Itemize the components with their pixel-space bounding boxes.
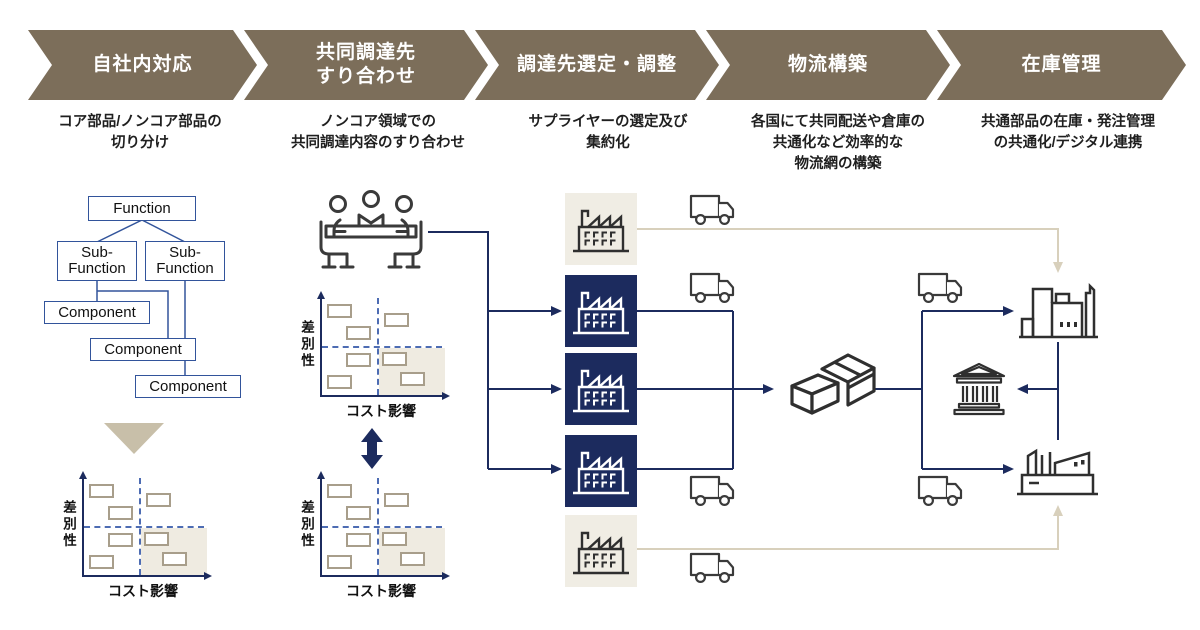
process-step-4-description: 各国にて共同配送や倉庫の 共通化など効率的な 物流網の構築 <box>751 114 925 173</box>
matrix-x-axis-arrow <box>204 572 212 580</box>
matrix-plot <box>79 471 212 580</box>
matrix-item <box>384 313 409 327</box>
process-step-1-chevron: 自社内対応 <box>28 30 257 100</box>
matrix-x-axis <box>82 575 204 577</box>
matrix-item <box>89 484 114 498</box>
matrix-dashed-divider-horizontal <box>322 346 442 348</box>
matrix-item <box>327 304 352 318</box>
matrix-dashed-divider-horizontal <box>84 526 204 528</box>
double-headed-arrow <box>361 428 383 469</box>
beige-flow-lines <box>637 228 1063 550</box>
process-step-5-chevron: 在庫管理 <box>937 30 1186 100</box>
matrix-item <box>382 532 407 546</box>
matrix-x-axis-label: コスト影響 <box>346 583 416 599</box>
matrix-item <box>144 532 169 546</box>
tree-connectors <box>96 219 186 375</box>
matrix-item <box>382 352 407 366</box>
tree-component-box-3: Component <box>135 375 241 398</box>
tree-function-box: Function <box>88 196 196 221</box>
process-step-4-title: 物流構築 <box>787 54 868 76</box>
matrix-y-axis <box>320 478 322 577</box>
matrix-y-axis-label: 差別性 <box>61 500 76 550</box>
manufacturing-plant-bottom-icon <box>1017 448 1098 496</box>
process-step-5-description: 共通部品の在庫・発注管理 の共通化/デジタル連携 <box>981 114 1155 152</box>
down-triangle-arrow <box>104 423 164 454</box>
matrix-item <box>162 552 187 566</box>
matrix-item <box>400 372 425 386</box>
matrix-chart-company-b: 差別性 コスト影響 <box>294 471 450 600</box>
process-step-2-chevron: 共同調達先 すり合わせ <box>244 30 488 100</box>
matrix-item <box>108 533 133 547</box>
matrix-item <box>384 493 409 507</box>
factory-navy-1 <box>565 275 637 347</box>
matrix-y-axis-arrow <box>317 291 325 299</box>
matrix-x-axis <box>320 575 442 577</box>
matrix-dashed-divider-horizontal <box>322 526 442 528</box>
truck-icon-3 <box>689 475 735 506</box>
matrix-x-axis <box>320 395 442 397</box>
matrix-y-axis <box>82 478 84 577</box>
matrix-item <box>327 375 352 389</box>
matrix-item <box>346 533 371 547</box>
matrix-item <box>346 353 371 367</box>
truck-icon-4 <box>689 552 735 584</box>
matrix-x-axis-label: コスト影響 <box>346 403 416 419</box>
matrix-plot <box>317 291 450 400</box>
matrix-x-axis-arrow <box>442 392 450 400</box>
truck-icon-6 <box>917 475 963 506</box>
process-step-2-title: 共同調達先 すり合わせ <box>315 42 416 87</box>
process-step-3-title: 調達先選定・調整 <box>516 54 677 76</box>
process-step-3-description: サプライヤーの選定及び 集約化 <box>528 114 688 152</box>
tree-component-box-2: Component <box>90 338 196 361</box>
matrix-item <box>89 555 114 569</box>
factory-beige-1 <box>565 193 637 265</box>
matrix-x-axis-arrow <box>442 572 450 580</box>
matrix-item <box>327 484 352 498</box>
process-step-1-description: コア部品/ノンコア部品の 切り分け <box>58 114 222 152</box>
matrix-item <box>327 555 352 569</box>
factory-navy-2 <box>565 353 637 425</box>
matrix-x-axis-label: コスト影響 <box>108 583 178 599</box>
navy-flow-lines <box>428 231 1059 474</box>
matrix-plot <box>317 471 450 580</box>
stacked-boxes-icon <box>790 353 876 415</box>
matrix-item <box>108 506 133 520</box>
process-step-5-title: 在庫管理 <box>1021 54 1102 76</box>
meeting-people-icon <box>319 190 423 269</box>
factory-beige-2 <box>565 515 637 587</box>
tree-subfunction-box-left: Sub-Function <box>57 241 137 281</box>
process-step-1-title: 自社内対応 <box>92 54 193 76</box>
process-step-4-chevron: 物流構築 <box>706 30 950 100</box>
manufacturing-plant-top-icon <box>1019 282 1098 339</box>
matrix-y-axis-arrow <box>317 471 325 479</box>
truck-icon-2 <box>689 272 735 303</box>
supplier-factories <box>565 193 637 587</box>
truck-icon-5 <box>917 272 963 303</box>
matrix-item <box>400 552 425 566</box>
bank-columns-icon <box>952 362 1006 416</box>
matrix-y-axis <box>320 298 322 397</box>
tree-component-box-1: Component <box>44 301 150 324</box>
factory-navy-3 <box>565 435 637 507</box>
process-step-2-description: ノンコア領域での 共同調達内容のすり合わせ <box>291 114 465 152</box>
matrix-item <box>346 326 371 340</box>
matrix-y-axis-label: 差別性 <box>299 500 314 550</box>
matrix-item <box>146 493 171 507</box>
matrix-y-axis-label: 差別性 <box>299 320 314 370</box>
matrix-chart-core-split: 差別性 コスト影響 <box>56 471 212 600</box>
matrix-y-axis-arrow <box>79 471 87 479</box>
matrix-item <box>346 506 371 520</box>
matrix-chart-company-a: 差別性 コスト影響 <box>294 291 450 420</box>
truck-icon-1 <box>689 194 735 225</box>
tree-subfunction-box-right: Sub-Function <box>145 241 225 281</box>
process-step-3-chevron: 調達先選定・調整 <box>475 30 719 100</box>
